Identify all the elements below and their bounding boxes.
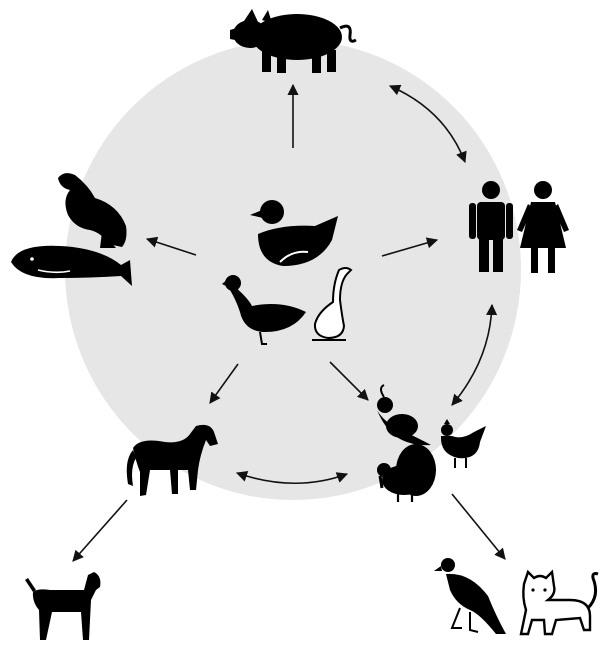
cat-icon <box>521 572 598 634</box>
vulture-icon <box>434 558 506 634</box>
arrow-horse-to-dog <box>73 500 127 561</box>
arrow-poultry-to-carnivores <box>452 494 505 559</box>
woman-icon <box>517 181 569 273</box>
chicken-icon <box>441 419 486 468</box>
dog-icon <box>25 572 100 640</box>
